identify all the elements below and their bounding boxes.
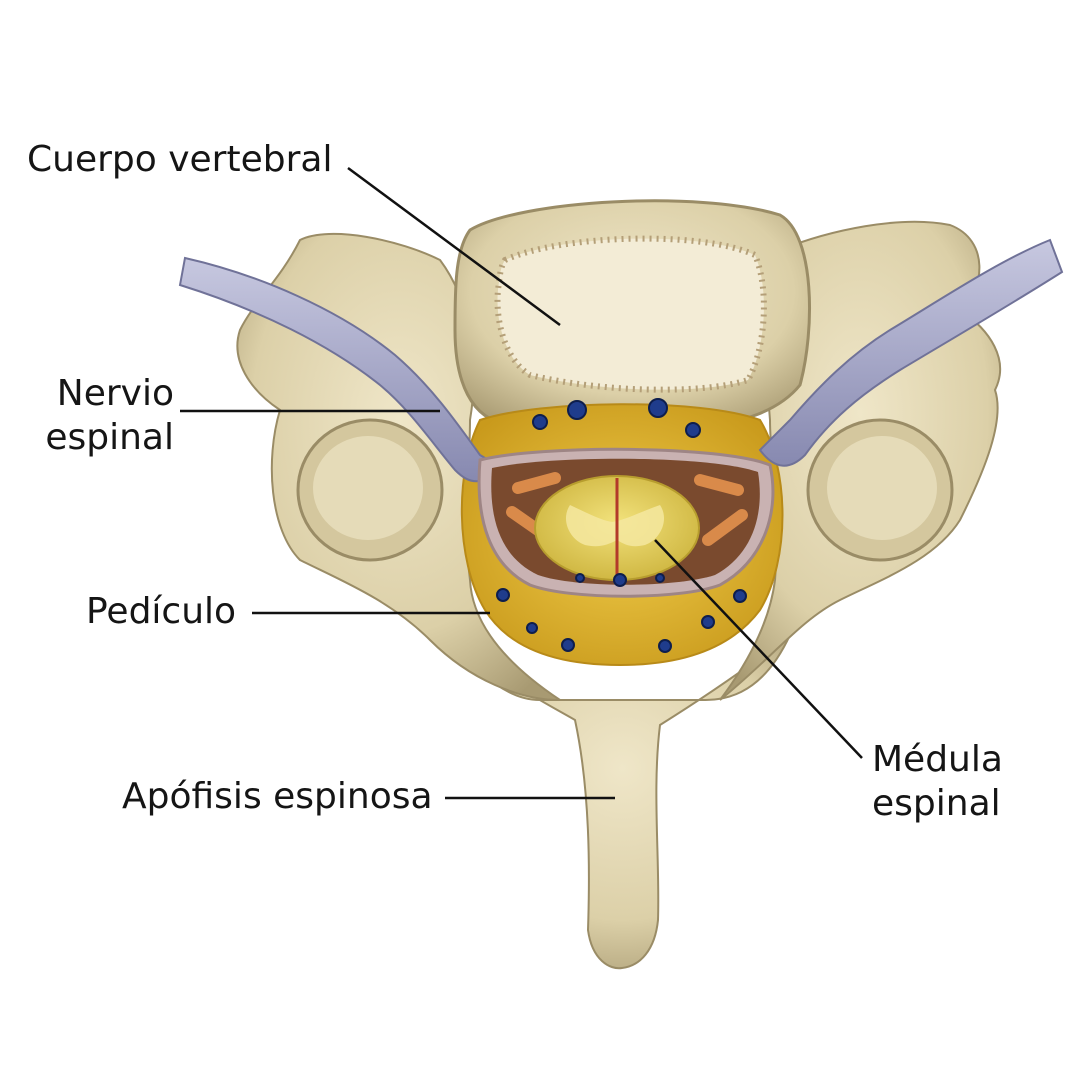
epidural-vessels	[496, 398, 747, 653]
label-vertebral-body: Cuerpo vertebral	[27, 139, 333, 180]
leader-line-spinal-cord	[654, 539, 863, 759]
leader-lines	[180, 166, 863, 800]
label-spinal-nerve-line1: Nervio	[56, 373, 174, 414]
label-spinal-cord-line1: Médula	[872, 739, 1003, 780]
cancellous-bone-shape	[494, 235, 767, 393]
gray-matter-shape	[565, 505, 665, 547]
label-spinal-cord-line2: espinal	[872, 783, 1001, 824]
label-spinal-cord: Médula espinal	[872, 738, 1003, 826]
label-pedicle: Pedículo	[86, 591, 237, 632]
nerve-rootlets	[506, 472, 748, 546]
right-spinal-nerve-shape	[758, 238, 1064, 467]
leader-line-vertebral-body	[347, 166, 561, 327]
label-spinous-process: Apófisis espinosa	[122, 776, 433, 817]
label-spinal-nerve-line2: espinal	[45, 417, 174, 458]
label-spinal-nerve: Nervio espinal	[40, 372, 174, 460]
